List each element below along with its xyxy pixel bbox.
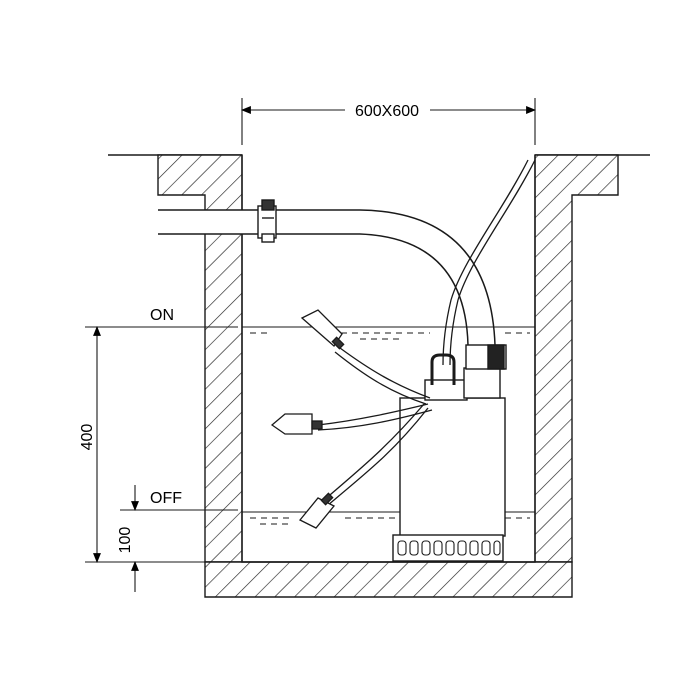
level-lines (85, 326, 238, 563)
range-dimension-label: 400 (79, 424, 96, 451)
power-cable (442, 159, 536, 366)
min-level-label: 100 (117, 527, 134, 554)
on-level-label: ON (150, 307, 174, 324)
float-switches (270, 309, 433, 529)
pit-walls (157, 154, 619, 598)
water-level-on (242, 326, 535, 340)
float-switch-middle (270, 413, 323, 435)
width-dimension-label: 600X600 (355, 103, 419, 120)
submersible-pump (392, 344, 507, 562)
float-switch-off (298, 492, 336, 529)
top-dimension (241, 98, 536, 145)
pipe-coupling (257, 199, 277, 243)
float-switch-on (300, 309, 345, 350)
pit-floor (204, 561, 573, 598)
pump-housing (399, 397, 506, 537)
discharge-pipe (158, 209, 496, 346)
off-level-label: OFF (150, 490, 182, 507)
right-wall (534, 154, 619, 563)
base-slots (397, 540, 501, 556)
